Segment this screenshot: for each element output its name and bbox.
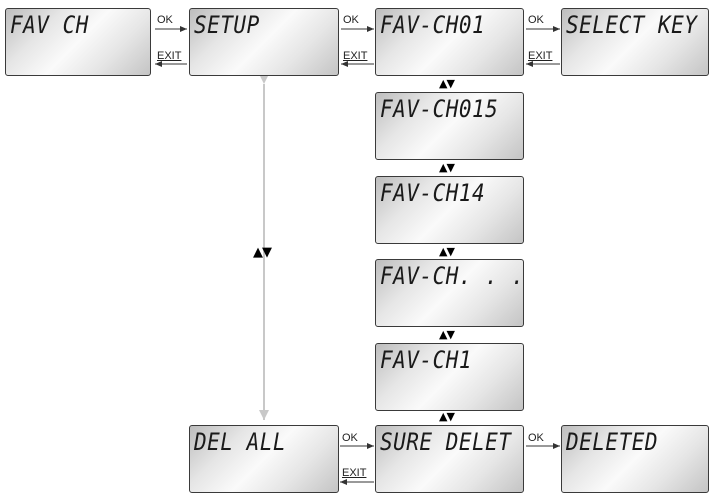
screen-text: FAV CH [10, 11, 89, 39]
nav-updown-icon-main: ▲▼ [253, 245, 272, 260]
screen-fav-ch015: FAV-CH015 [375, 92, 524, 160]
exit-label-1: EXIT [157, 50, 182, 62]
screen-text: FAV-CH14 [380, 179, 486, 207]
screen-fav-ch01: FAV-CH01 [375, 8, 524, 76]
screen-select-key: SELECT KEY [561, 8, 709, 76]
ok-label-1: OK [157, 14, 173, 26]
screen-deleted: DELETED [561, 425, 709, 493]
screen-del-all: DEL ALL [189, 425, 339, 493]
screen-fav-ch: FAV CH [5, 8, 151, 76]
screen-fav-ch-dots: FAV-CH. . . [375, 259, 524, 327]
nav-updown-icon-2: ▲▼ [439, 161, 455, 174]
screen-text: DEL ALL [194, 428, 287, 456]
nav-updown-icon-4: ▲▼ [439, 328, 455, 341]
screen-text: FAV-CH1 [380, 346, 473, 374]
screen-sure-delet: SURE DELET [375, 425, 524, 493]
ok-label-3: OK [528, 14, 544, 26]
nav-updown-icon-5: ▲▼ [439, 410, 455, 423]
nav-updown-icon-1: ▲▼ [439, 77, 455, 90]
screen-fav-ch1: FAV-CH1 [375, 343, 524, 411]
exit-label-4: EXIT [342, 467, 367, 479]
screen-text: FAV-CH015 [380, 95, 499, 123]
nav-updown-icon-3: ▲▼ [439, 245, 455, 258]
screen-text: FAV-CH. . . [380, 262, 524, 290]
screen-text: FAV-CH01 [380, 11, 486, 39]
ok-label-5: OK [528, 432, 544, 444]
screen-text: SURE DELET [380, 428, 512, 456]
screen-text: SELECT KEY [566, 11, 698, 39]
screen-text: DELETED [566, 428, 659, 456]
screen-text: SETUP [194, 11, 260, 39]
exit-label-2: EXIT [343, 50, 368, 62]
screen-fav-ch14: FAV-CH14 [375, 176, 524, 244]
screen-setup: SETUP [189, 8, 339, 76]
ok-label-2: OK [343, 14, 359, 26]
ok-label-4: OK [342, 432, 358, 444]
exit-label-3: EXIT [528, 50, 553, 62]
